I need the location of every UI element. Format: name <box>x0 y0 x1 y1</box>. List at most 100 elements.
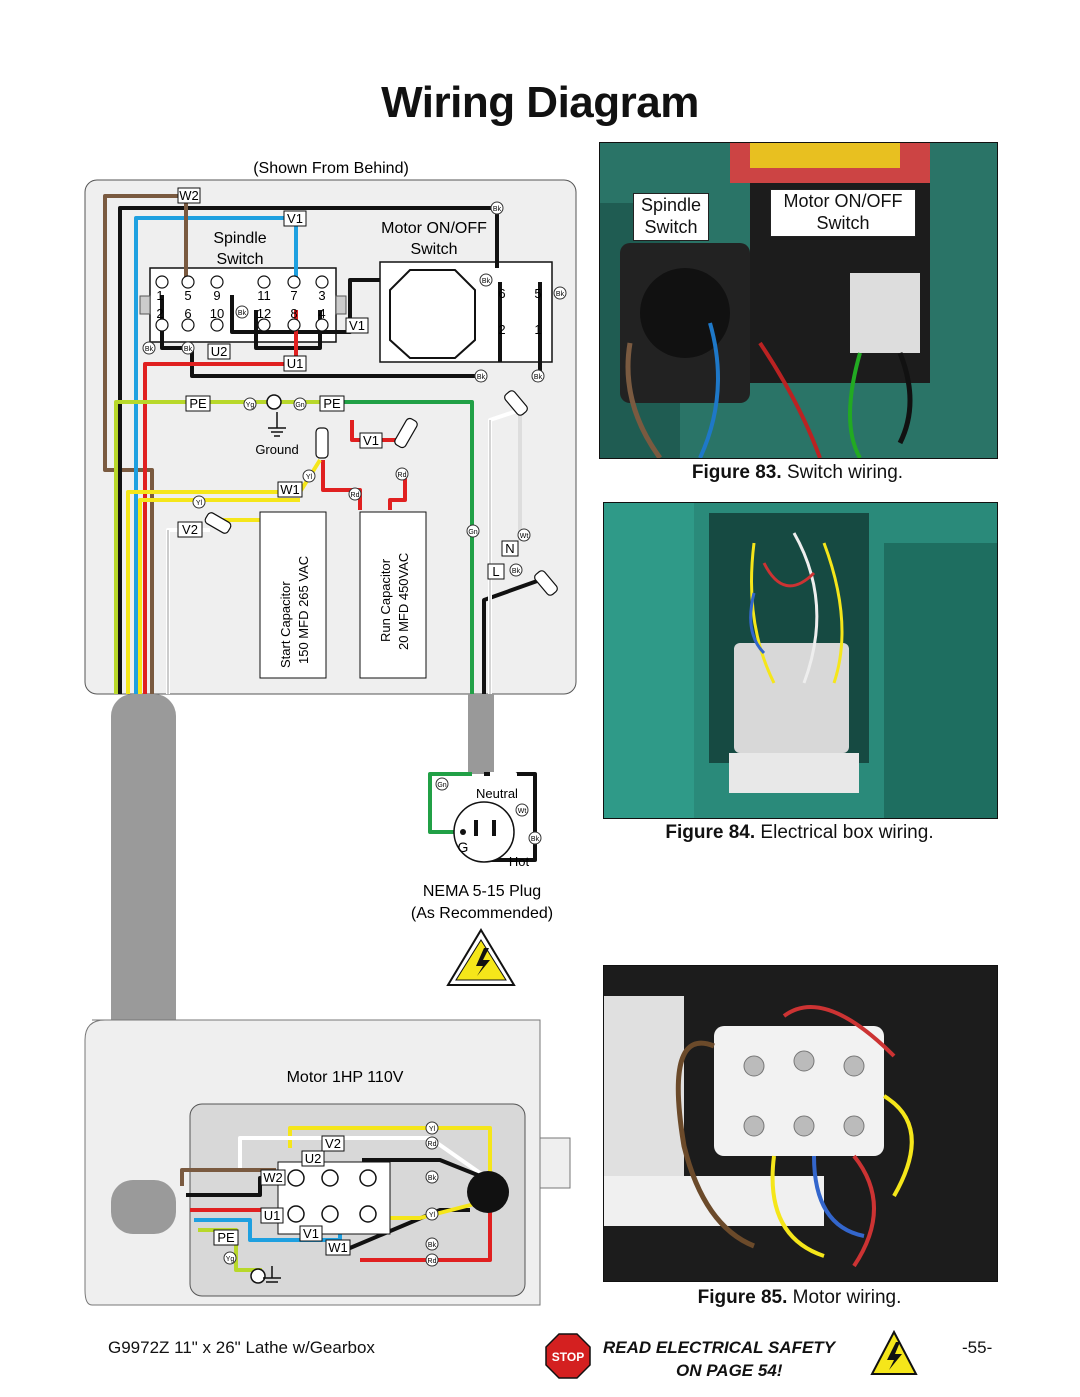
mterm-2: 2 <box>498 322 505 337</box>
tag-bk-11: Bk <box>425 1170 439 1184</box>
tag-bk-7: Bk <box>474 369 488 383</box>
cord-cable <box>468 694 494 774</box>
figure-83-photo: Spindle Switch Motor ON/OFF Switch <box>599 142 998 459</box>
tag-pe-left: PE <box>189 396 207 411</box>
tag-rd-2: Rd <box>348 487 362 501</box>
plug-hot-label: Hot <box>509 854 530 869</box>
tag-bk-10: Bk <box>528 831 542 845</box>
start-capacitor <box>259 511 327 679</box>
tag-gn-2: Gn <box>466 524 480 538</box>
plug-neutral-label: Neutral <box>476 786 518 801</box>
tag-motor-v2: V2 <box>325 1136 341 1151</box>
svg-text:Bk: Bk <box>428 1242 437 1249</box>
photo83-motor-tag-2: Switch <box>816 213 870 233</box>
tag-motor-v1: V1 <box>303 1226 319 1241</box>
svg-text:Bk: Bk <box>493 206 502 213</box>
motor-switch-label-1: Motor ON/OFF <box>381 220 487 237</box>
tag-motor-u2: U2 <box>305 1151 322 1166</box>
motor-switch-label-2: Switch <box>410 241 457 258</box>
tag-bk-2: Bk <box>235 305 249 319</box>
tag-bk-1: Bk <box>490 201 504 215</box>
figure-84-caption: Figure 84. Electrical box wiring. <box>665 822 934 843</box>
svg-text:Yg: Yg <box>246 402 255 409</box>
wire-blue <box>134 216 298 694</box>
figure-84-photo <box>603 502 998 819</box>
wiring-diagram: (Shown From Behind) <box>84 160 577 1306</box>
tag-rd-4: Rd <box>425 1253 439 1267</box>
tag-pe-right: PE <box>323 396 341 411</box>
tag-bk-4: Bk <box>181 341 195 355</box>
photo83-motor-tag-1: Motor ON/OFF <box>783 191 903 211</box>
stop-sign-icon: STOP <box>545 1333 591 1379</box>
wire-red <box>143 310 298 694</box>
tag-yl-2: Yl <box>192 495 206 509</box>
footer-hazard-icon <box>870 1330 918 1375</box>
tag-bk-6: Bk <box>553 286 567 300</box>
tag-motor-u1: U1 <box>264 1208 281 1223</box>
page-title: Wiring Diagram <box>381 78 699 127</box>
wire-black-main <box>118 206 499 694</box>
stop-sign-text: STOP <box>552 1350 584 1364</box>
svg-text:Yl: Yl <box>306 474 313 481</box>
svg-text:Yg: Yg <box>226 1256 235 1263</box>
start-capacitor-line2: 150 MFD 265 VAC <box>296 556 311 664</box>
start-capacitor-line1: Start Capacitor <box>278 581 293 668</box>
spindle-label-1: Spindle <box>213 230 266 247</box>
term-1: 1 <box>156 288 163 303</box>
svg-text:Bk: Bk <box>534 374 543 381</box>
spindle-label-2: Switch <box>216 251 263 268</box>
ground-label: Ground <box>255 442 298 457</box>
term-4: 4 <box>318 306 325 321</box>
svg-text:Rd: Rd <box>351 492 360 499</box>
tag-bk-9: Bk <box>509 563 523 577</box>
tag-motor-w1: W1 <box>328 1240 348 1255</box>
svg-text:Gn: Gn <box>295 402 304 409</box>
tag-w1: W1 <box>280 482 300 497</box>
figure-85-caption: Figure 85. Motor wiring. <box>697 1287 902 1308</box>
svg-text:Bk: Bk <box>531 836 540 843</box>
figure-83-caption: Figure 83. Switch wiring. <box>691 462 904 483</box>
tag-yg-1: Yg <box>243 397 257 411</box>
tag-rd-1: Rd <box>395 467 409 481</box>
tag-l: L <box>492 564 499 579</box>
tag-yl-1: Yl <box>302 469 316 483</box>
tag-motor-w2: W2 <box>263 1170 283 1185</box>
term-11: 11 <box>257 288 271 303</box>
tag-bk-5: Bk <box>479 273 493 287</box>
tag-wt-1: Wt <box>517 528 531 542</box>
tag-bk-3: Bk <box>142 341 156 355</box>
svg-text:Bk: Bk <box>556 291 565 298</box>
mterm-1: 1 <box>534 322 541 337</box>
term-10: 10 <box>210 306 224 321</box>
svg-text:Rd: Rd <box>398 472 407 479</box>
svg-text:Bk: Bk <box>512 568 521 575</box>
svg-text:Bk: Bk <box>238 310 247 317</box>
svg-text:Wt: Wt <box>520 533 529 540</box>
tag-bk-12: Bk <box>425 1237 439 1251</box>
ground-icon <box>266 394 286 437</box>
svg-text:Bk: Bk <box>145 346 154 353</box>
svg-text:Bk: Bk <box>184 346 193 353</box>
photo83-spindle-tag-2: Switch <box>644 217 698 237</box>
tag-motor-pe: PE <box>217 1230 235 1245</box>
term-5: 5 <box>184 288 191 303</box>
svg-text:Bk: Bk <box>428 1175 437 1182</box>
figure-85-photo <box>603 965 998 1282</box>
term-2: 2 <box>156 306 163 321</box>
wire-green <box>330 400 474 694</box>
motor-switch-octagon <box>389 269 476 359</box>
tag-bk-8: Bk <box>531 369 545 383</box>
term-3: 3 <box>318 288 325 303</box>
svg-text:Rd: Rd <box>428 1141 437 1148</box>
page-number: -55- <box>962 1338 993 1357</box>
tag-n: N <box>505 541 514 556</box>
footer-model: G9972Z 11" x 26" Lathe w/Gearbox <box>108 1338 375 1357</box>
view-note: (Shown From Behind) <box>253 160 409 177</box>
svg-text:Yl: Yl <box>429 1126 436 1133</box>
run-capacitor <box>359 511 427 679</box>
term-12: 12 <box>257 306 271 321</box>
footer-warning-line-2: ON PAGE 54! <box>676 1361 783 1380</box>
svg-text:Bk: Bk <box>482 278 491 285</box>
motor-centrifugal-switch <box>467 1171 509 1213</box>
term-8: 8 <box>290 306 297 321</box>
